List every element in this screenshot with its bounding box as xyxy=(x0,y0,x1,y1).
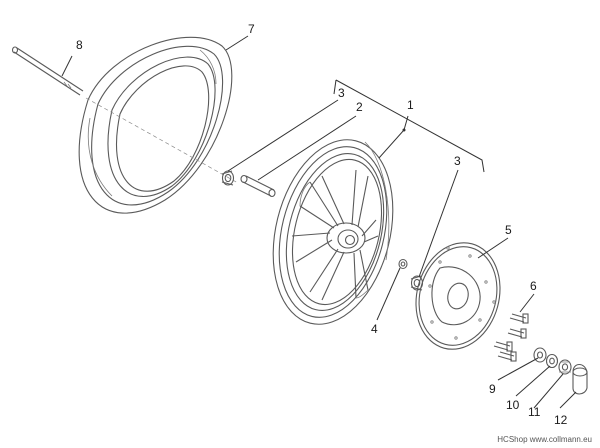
callout-12: 12 xyxy=(554,413,568,427)
callout-8: 8 xyxy=(76,38,83,52)
callout-1: 1 xyxy=(407,98,414,112)
spacer-part xyxy=(240,174,276,198)
leader-dot xyxy=(402,128,406,132)
callout-6: 6 xyxy=(530,279,537,293)
callout-4: 4 xyxy=(371,322,378,336)
bolts-part xyxy=(493,313,529,362)
cap-part xyxy=(572,363,588,395)
bearing-left-part xyxy=(221,170,235,186)
wheel-rim-part xyxy=(272,139,394,325)
callout-5: 5 xyxy=(505,223,512,237)
callout-2: 2 xyxy=(356,100,363,114)
callout-10: 10 xyxy=(506,398,520,412)
washer-part xyxy=(533,347,547,363)
bush-part xyxy=(398,258,408,270)
callout-7: 7 xyxy=(248,22,255,36)
leader-lines xyxy=(61,35,577,409)
tyre-part xyxy=(78,36,233,214)
callout-11: 11 xyxy=(528,405,541,419)
callout-3-left: 3 xyxy=(338,86,345,100)
axle-part xyxy=(11,46,84,96)
axle-centerline xyxy=(85,97,239,184)
brake-disc-part xyxy=(415,242,501,350)
nut-part xyxy=(558,359,572,375)
callout-9: 9 xyxy=(489,382,496,396)
spacer-ring-part xyxy=(545,353,559,369)
watermark-text: HCShop www.collmann.eu xyxy=(497,435,592,444)
callout-3-right: 3 xyxy=(454,154,461,168)
